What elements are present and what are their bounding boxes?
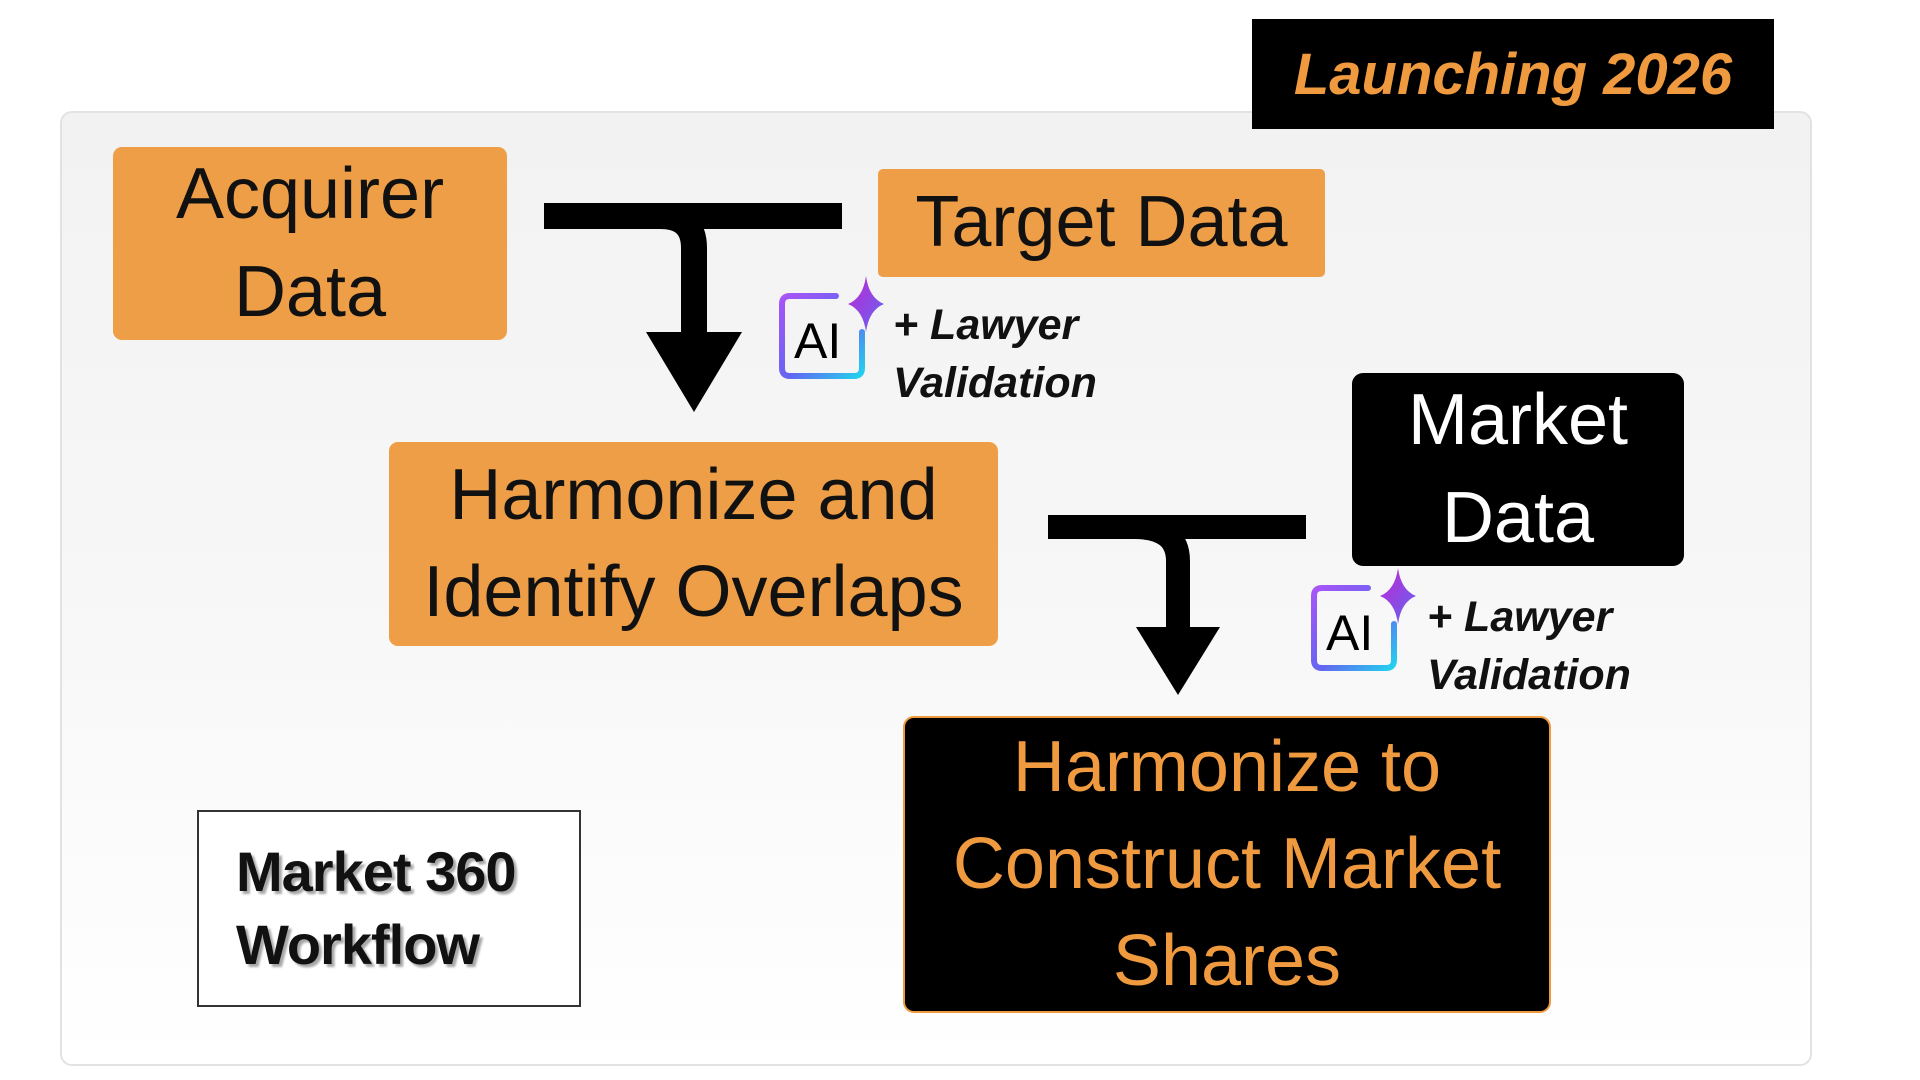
- launch-badge-text: Launching 2026: [1293, 41, 1733, 107]
- harmonize-overlaps-line1: Harmonize and: [449, 454, 938, 535]
- lawyer-validation-label: + Lawyer Validation: [1427, 593, 1631, 700]
- ai-text: AI: [1326, 605, 1373, 661]
- ai-sparkle-icon: AI: [1311, 568, 1416, 671]
- market-shares-line1: Harmonize to: [1012, 726, 1442, 807]
- market-data-line1: Market: [1407, 380, 1629, 461]
- workflow-title-line2: Workflow: [236, 912, 480, 976]
- harmonize-overlaps-line2: Identify Overlaps: [423, 552, 964, 632]
- merge-arrow-icon: [544, 203, 842, 412]
- lawyer-validation-label: + Lawyer Validation: [893, 301, 1097, 408]
- market-shares-line2: Construct Market: [952, 823, 1502, 904]
- acquirer-line2: Data: [233, 251, 387, 332]
- acquirer-data-box: Acquirer Data: [113, 147, 507, 340]
- market-shares-box: Harmonize to Construct Market Shares: [903, 716, 1551, 1013]
- workflow-title-box: Market 360 Workflow: [197, 810, 581, 1007]
- target-data-label: Target Data: [915, 182, 1288, 263]
- market-data-box: Market Data: [1352, 373, 1684, 566]
- target-data-box: Target Data: [878, 169, 1325, 277]
- workflow-title-line1: Market 360: [236, 840, 517, 903]
- ai-text: AI: [794, 313, 841, 369]
- launch-badge: Launching 2026: [1252, 19, 1774, 129]
- ai-sparkle-icon: AI: [779, 276, 884, 379]
- market-data-line2: Data: [1441, 477, 1595, 558]
- merge-arrow-icon: [1048, 515, 1306, 695]
- market-shares-line3: Shares: [1112, 921, 1342, 1002]
- acquirer-line1: Acquirer: [175, 154, 445, 235]
- harmonize-overlaps-box: Harmonize and Identify Overlaps: [389, 442, 998, 646]
